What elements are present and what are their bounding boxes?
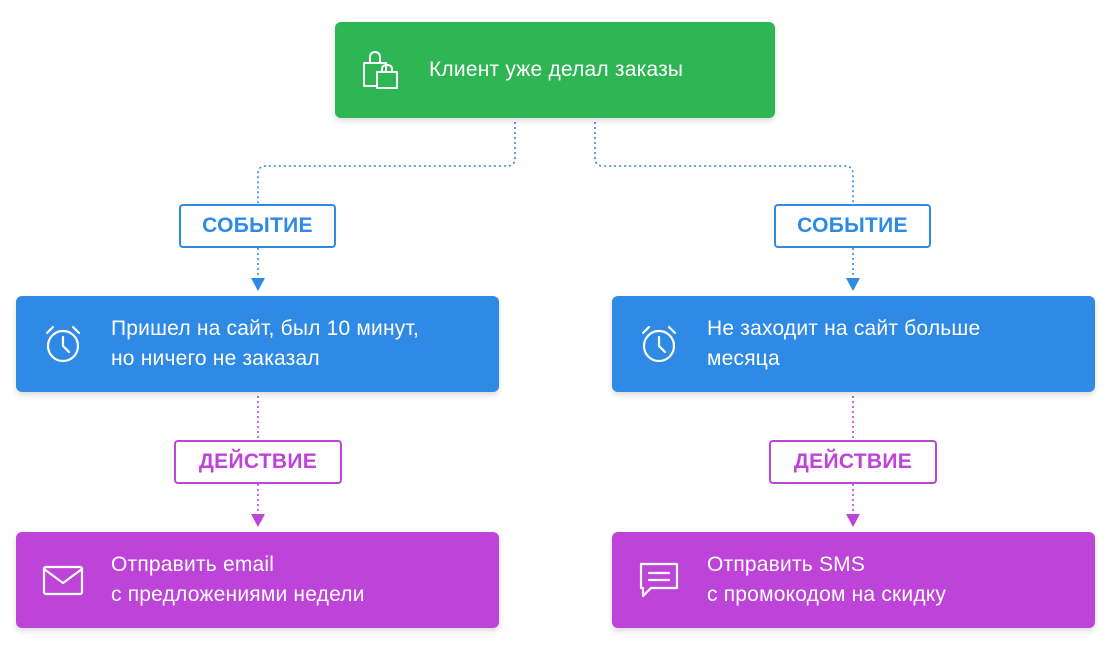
root-node: Клиент уже делал заказы <box>335 22 775 118</box>
text-line: с промокодом на скидку <box>707 583 947 606</box>
action-label-left: ДЕЙСТВИЕ <box>174 440 342 484</box>
text-line: месяца <box>707 347 780 370</box>
text-line: Отправить SMS <box>707 553 866 576</box>
connector-root-right <box>594 122 854 204</box>
shopping-bags-icon <box>359 48 403 92</box>
chat-bubble-icon <box>637 558 681 602</box>
action-node-right: Отправить SMS с промокодом на скидку <box>612 532 1095 628</box>
action-node-left: Отправить email с предложениями недели <box>16 532 499 628</box>
connector-root-left <box>257 122 516 204</box>
event-node-right: Не заходит на сайт больше месяца <box>612 296 1095 392</box>
arrow-action-right <box>846 514 860 527</box>
arrow-event-right <box>846 278 860 291</box>
clock-icon <box>637 322 681 366</box>
text-line: Отправить email <box>111 553 275 576</box>
envelope-icon <box>41 558 85 602</box>
arrow-event-left <box>251 278 265 291</box>
event-label-right: СОБЫТИЕ <box>774 204 931 248</box>
text-line: Пришел на сайт, был 10 минут, <box>111 317 419 340</box>
text-line: Не заходит на сайт больше <box>707 317 981 340</box>
event-node-left: Пришел на сайт, был 10 минут, но ничего … <box>16 296 499 392</box>
root-node-text: Клиент уже делал заказы <box>429 58 684 81</box>
action-node-left-text: Отправить email с предложениями недели <box>111 550 365 610</box>
event-node-right-text: Не заходит на сайт больше месяца <box>707 314 980 374</box>
action-label-right: ДЕЙСТВИЕ <box>769 440 937 484</box>
text-line: с предложениями недели <box>111 583 365 606</box>
event-node-left-text: Пришел на сайт, был 10 минут, но ничего … <box>111 314 419 374</box>
event-label-left: СОБЫТИЕ <box>179 204 336 248</box>
text-line: но ничего не заказал <box>111 347 320 370</box>
action-node-right-text: Отправить SMS с промокодом на скидку <box>707 550 946 610</box>
clock-icon <box>41 322 85 366</box>
arrow-action-left <box>251 514 265 527</box>
